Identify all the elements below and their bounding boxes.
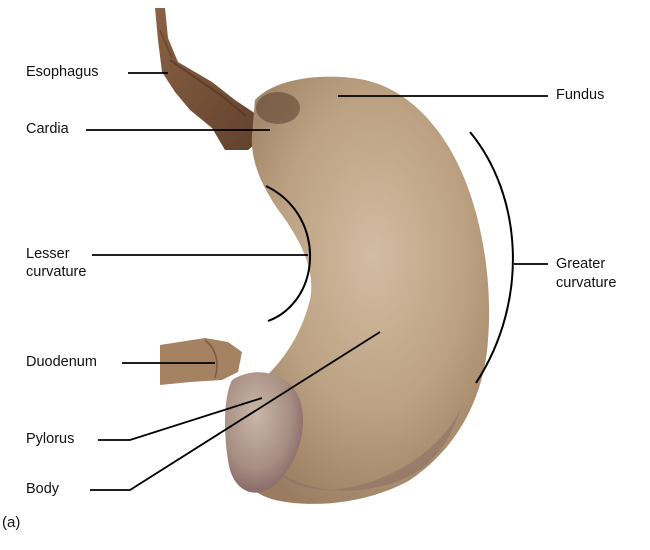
greater-curvature-label-line1: Greater xyxy=(556,256,605,273)
esophagus-label: Esophagus xyxy=(26,64,99,81)
duodenum-label: Duodenum xyxy=(26,354,97,371)
panel-label: (a) xyxy=(2,514,20,531)
greater-curvature-label-line2: curvature xyxy=(556,275,616,292)
lesser-curvature-label-line1: Lesser xyxy=(26,246,70,263)
cardia-label: Cardia xyxy=(26,121,69,138)
pylorus-label: Pylorus xyxy=(26,431,74,448)
lesser-curvature-label-line2: curvature xyxy=(26,264,86,281)
fundus-label: Fundus xyxy=(556,87,604,104)
body-label: Body xyxy=(26,481,59,498)
duodenum-tissue xyxy=(160,338,242,385)
